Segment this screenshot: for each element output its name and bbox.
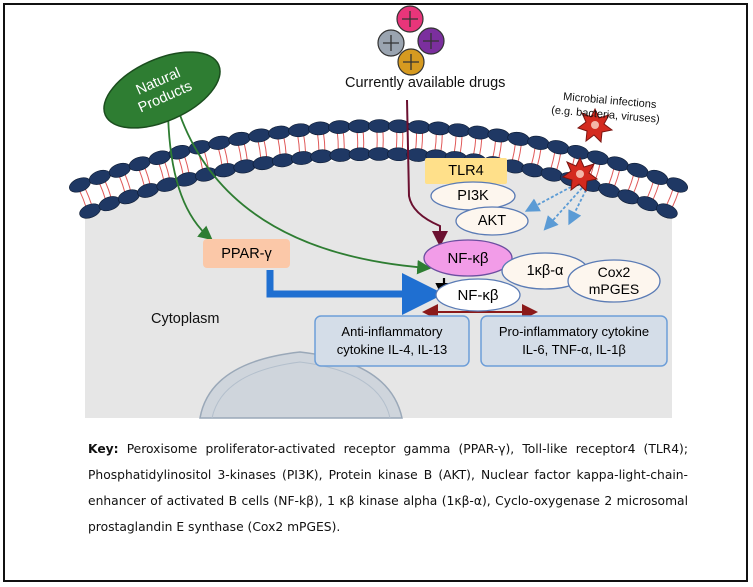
cell-membrane xyxy=(69,119,688,219)
lipid-head xyxy=(208,135,231,150)
arrow-ppar-to-nfkb xyxy=(266,270,444,315)
lipid-head xyxy=(447,123,471,138)
lipid-head xyxy=(527,135,550,150)
lipid-head xyxy=(646,169,669,185)
pro-line2: IL-6, TNF-α, IL-1β xyxy=(522,342,626,357)
lipid-head xyxy=(367,147,391,161)
nucleus xyxy=(199,351,403,419)
lipid-head xyxy=(88,169,111,185)
lipid-head xyxy=(108,162,131,178)
lipid-head xyxy=(507,131,530,146)
lipid-head xyxy=(308,121,331,136)
pi3k-label: PI3K xyxy=(457,188,489,204)
lipid-head xyxy=(268,125,291,140)
arrow-natural-to-nfkb xyxy=(174,99,432,275)
nfkb-lower-bg xyxy=(435,278,521,312)
lipid-head xyxy=(606,156,629,172)
tlr4-label: TLR4 xyxy=(448,163,484,179)
lipid-head xyxy=(128,156,151,172)
cox2-label: Cox2 mPGES xyxy=(568,260,660,302)
lipid-head xyxy=(288,123,311,138)
lipid-head xyxy=(69,177,91,193)
anti-box-bg xyxy=(314,315,470,367)
lipid-head xyxy=(467,125,491,140)
lipid-head xyxy=(348,147,372,162)
anti-line1: Anti-inflammatory xyxy=(341,324,443,339)
natural-products-bg xyxy=(103,51,221,129)
lipid-head xyxy=(387,147,410,162)
lipid-head xyxy=(329,148,353,162)
plus-grey-icon xyxy=(377,29,405,57)
plus-pink-icon xyxy=(396,5,424,33)
lipid-head xyxy=(427,121,451,136)
key-heading: Key: xyxy=(88,442,119,456)
microbe-dotted-arrows xyxy=(524,181,587,231)
virus-star-icon xyxy=(576,107,614,144)
pro-line1: Pro-inflammatory cytokine xyxy=(498,324,650,339)
lipid-head xyxy=(487,128,510,143)
lipid-head xyxy=(567,145,590,160)
cytoplasm-label: Cytoplasm xyxy=(151,311,220,327)
pathway-diagram xyxy=(69,5,688,419)
cox2-bg xyxy=(567,259,661,303)
akt-label: AKT xyxy=(477,213,507,229)
nfkb-upper-label: NF-κβ xyxy=(447,249,489,267)
plus-orange-icon xyxy=(397,48,425,76)
arrow-drugs-to-nfkb xyxy=(406,99,448,247)
plus-purple-icon xyxy=(417,27,445,55)
tlr4-bg xyxy=(425,158,507,184)
lipid-head xyxy=(626,162,649,178)
ppar-bg xyxy=(203,239,290,268)
lipid-head xyxy=(656,203,678,219)
ppar-label: PPAR-γ xyxy=(221,245,272,262)
pro-box-bg xyxy=(480,315,668,367)
pro-inflammatory-box: Pro-inflammatory cytokine IL-6, TNF-α, I… xyxy=(481,316,667,366)
lipid-head xyxy=(328,120,351,134)
virus-star-icon xyxy=(561,156,599,193)
lipid-head xyxy=(248,128,271,143)
nfkb-upper-bg xyxy=(423,239,513,277)
cox2-line1: Cox2 xyxy=(597,264,631,280)
arrow-natural-to-ppar xyxy=(167,111,213,241)
anti-inflammatory-box: Anti-inflammatory cytokine IL-4, IL-13 xyxy=(315,316,469,366)
lipid-head xyxy=(547,140,570,155)
nfkb-lower-label: NF-κβ xyxy=(457,286,499,304)
akt-bg xyxy=(455,206,529,236)
lipid-head xyxy=(228,131,251,146)
lipid-head xyxy=(407,120,431,134)
lipid-head xyxy=(666,177,688,193)
lipid-head xyxy=(148,150,171,165)
anti-line2: cytokine IL-4, IL-13 xyxy=(336,342,448,357)
cox2-line2: mPGES xyxy=(588,281,640,297)
ikb-label: 1κβ-α xyxy=(526,263,564,279)
lipid-head xyxy=(348,119,371,134)
drugs-label: Currently available drugs xyxy=(345,75,506,91)
lipid-head xyxy=(367,119,391,133)
figure-key: Key: Peroxisome proliferator-activated r… xyxy=(88,436,688,540)
key-text: Peroxisome proliferator-activated recept… xyxy=(88,442,688,534)
lipid-head xyxy=(586,150,610,166)
